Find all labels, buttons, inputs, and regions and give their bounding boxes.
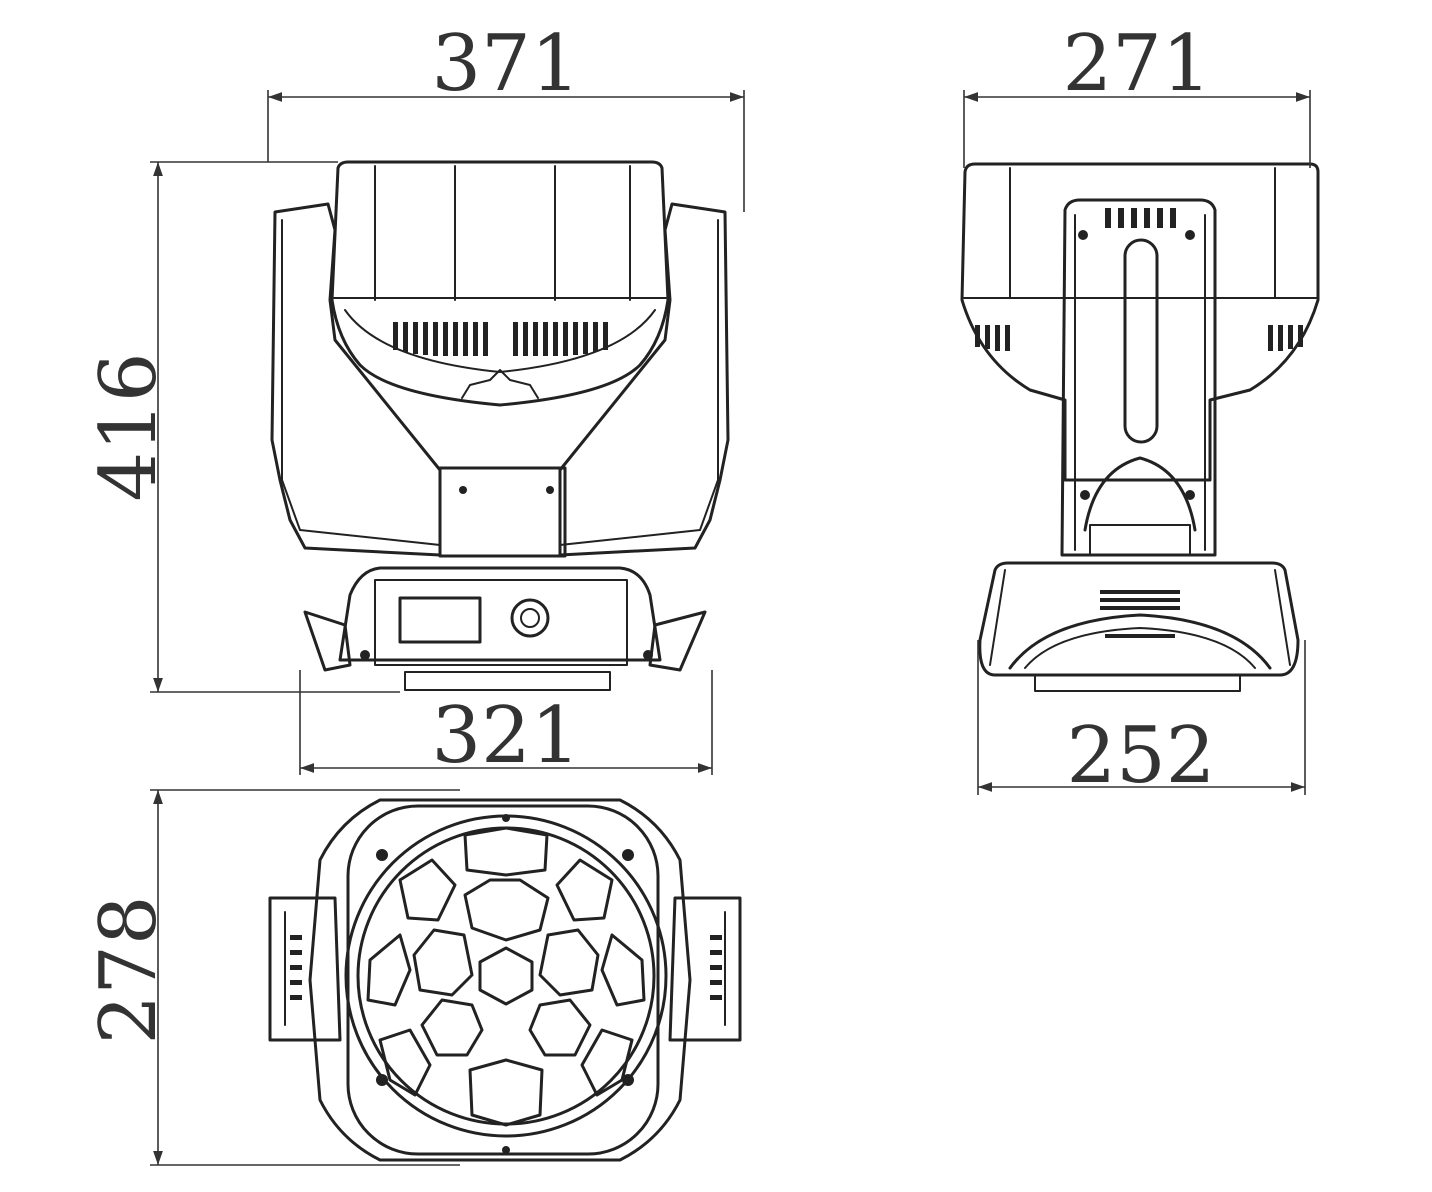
front-view — [270, 160, 730, 691]
side-view — [960, 162, 1320, 692]
front-vents — [393, 322, 608, 356]
side-vents — [975, 325, 1303, 351]
side-dots — [1100, 590, 1180, 638]
side-dimensions: 271 252 — [963, 19, 1311, 801]
dim-front-height: 416 — [84, 353, 174, 502]
bottom-view — [268, 798, 742, 1162]
dim-bottom-height: 278 — [84, 896, 174, 1045]
front-dimensions: 371 416 321 — [84, 19, 745, 781]
dim-front-width: 371 — [432, 19, 581, 109]
lens-cells — [366, 826, 646, 1127]
dim-side-width: 271 — [1063, 19, 1212, 109]
bottom-dimensions: 278 — [84, 789, 460, 1166]
dim-front-base-width: 321 — [432, 691, 581, 781]
dim-side-base-width: 252 — [1067, 711, 1216, 801]
